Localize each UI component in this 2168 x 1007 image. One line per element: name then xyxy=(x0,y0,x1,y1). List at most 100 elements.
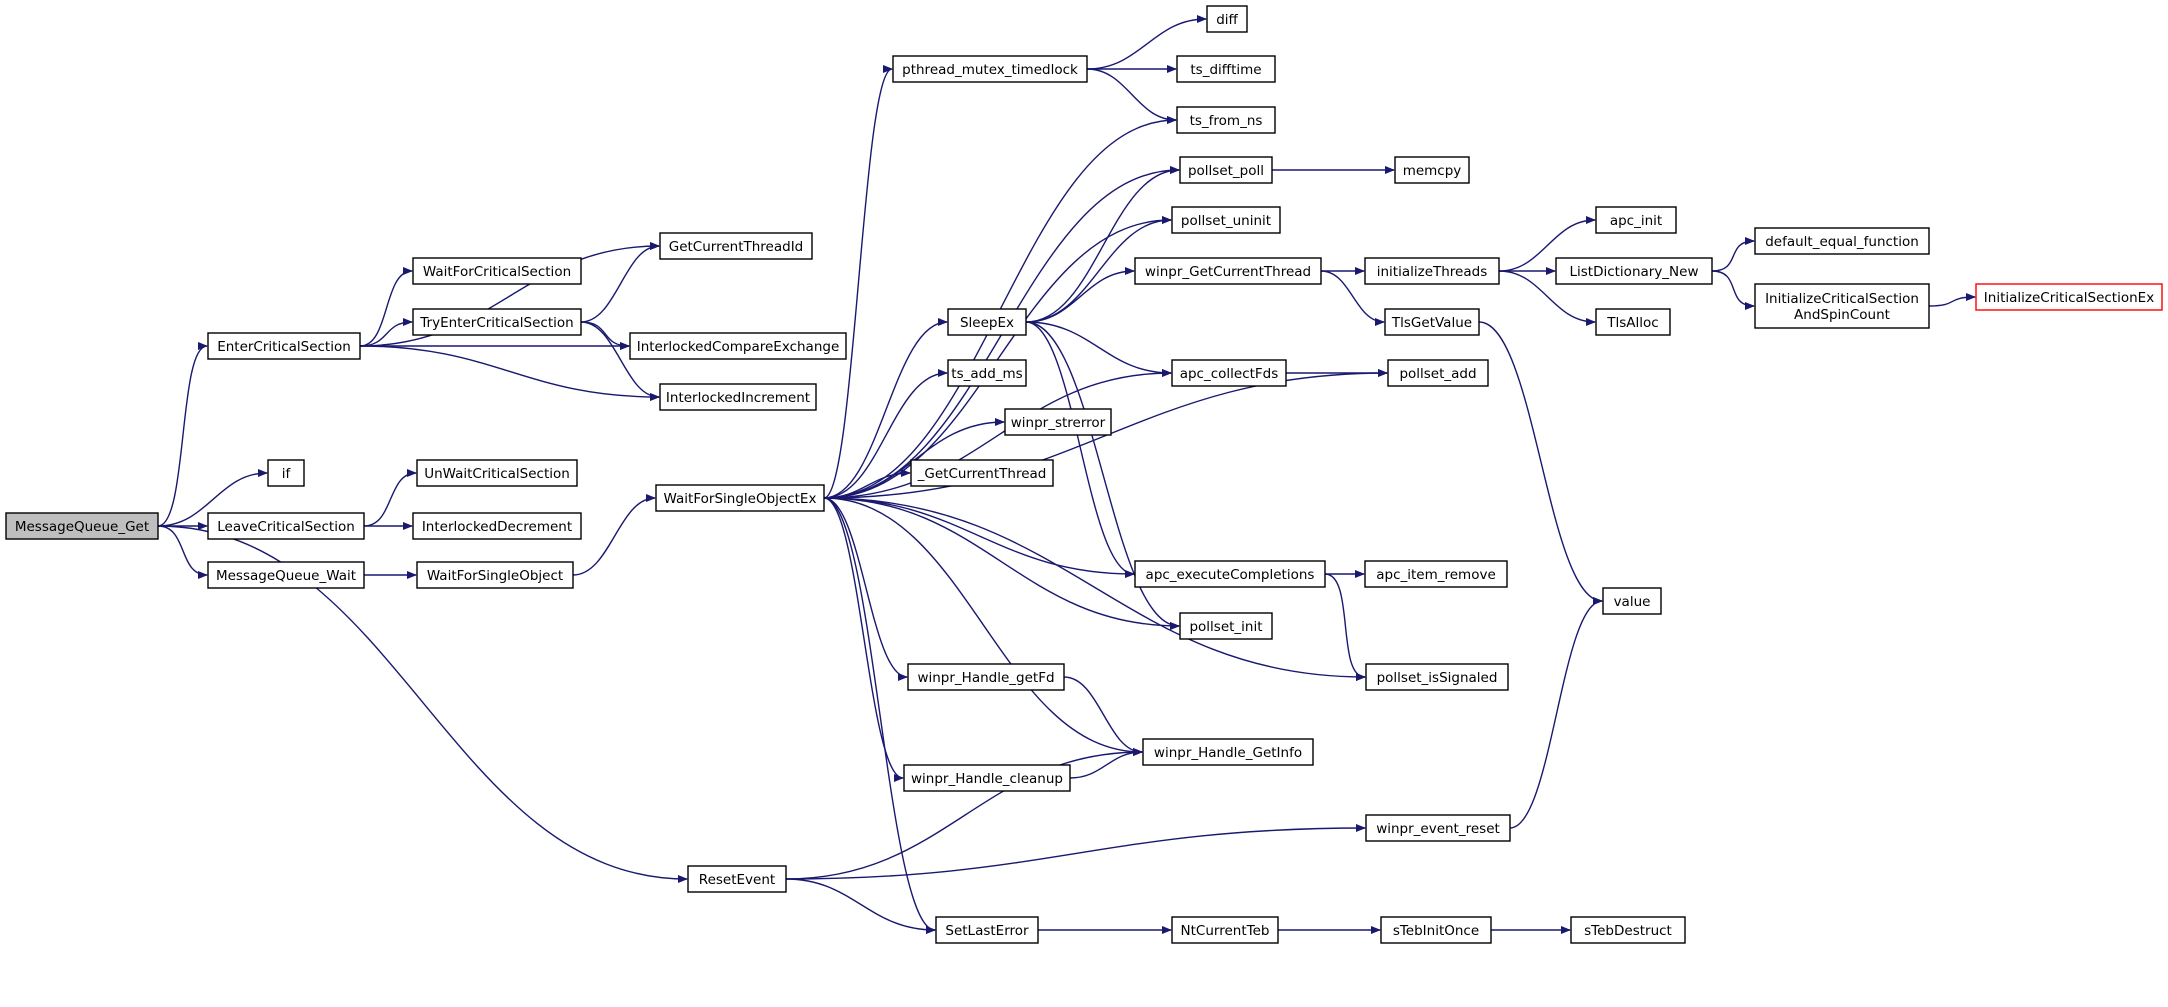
node-memcpy[interactable]: memcpy xyxy=(1394,156,1470,184)
node-ts_from_ns[interactable]: ts_from_ns xyxy=(1176,106,1276,134)
node-apc_init[interactable]: apc_init xyxy=(1595,206,1677,234)
node-winpr_handle_getinfo[interactable]: winpr_Handle_GetInfo xyxy=(1142,738,1314,766)
node-ts_add_ms[interactable]: ts_add_ms xyxy=(947,359,1027,387)
node-apc_executecompletions[interactable]: apc_executeCompletions xyxy=(1134,560,1326,588)
edge-initializecriticalsectionandspincount-to-initializecriticalsectionex xyxy=(1928,293,1976,307)
node-label: EnterCriticalSection xyxy=(217,339,351,355)
node-leavecriticalsection[interactable]: LeaveCriticalSection xyxy=(207,512,365,540)
node-winpr_event_reset[interactable]: winpr_event_reset xyxy=(1365,814,1511,842)
node-apc_collectfds[interactable]: apc_collectFds xyxy=(1171,359,1287,387)
node-pollset_poll[interactable]: pollset_poll xyxy=(1179,156,1273,184)
node-pollset_issignaled[interactable]: pollset_isSignaled xyxy=(1365,663,1509,691)
nodes-layer: MessageQueue_Get EnterCriticalSection ifLe… xyxy=(5,5,2163,944)
node-messagequeue_get[interactable]: MessageQueue_Get xyxy=(5,512,159,540)
node-listdictionary_new[interactable]: ListDictionary_New xyxy=(1555,257,1713,285)
edge-sleepex-to-pollset_poll xyxy=(1025,166,1180,323)
node-if[interactable]: if xyxy=(267,459,305,487)
node-messagequeue_wait[interactable]: MessageQueue_Wait xyxy=(207,561,365,589)
node-pollset_uninit[interactable]: pollset_uninit xyxy=(1171,206,1281,234)
node-setlasterror[interactable]: SetLastError xyxy=(935,916,1039,944)
node-winpr_handle_getfd[interactable]: winpr_Handle_getFd xyxy=(907,663,1065,691)
node-waitforsingleobject[interactable]: WaitForSingleObject xyxy=(416,561,574,589)
node-sleepex[interactable]: SleepEx xyxy=(947,308,1027,336)
node-label: apc_init xyxy=(1610,213,1662,229)
node-box xyxy=(1365,814,1511,842)
node-tlsgetvalue[interactable]: TlsGetValue xyxy=(1384,308,1480,336)
node-stebdestruct[interactable]: sTebDestruct xyxy=(1570,916,1686,944)
node-label: pollset_add xyxy=(1399,366,1476,382)
node-_getcurrentthread[interactable]: _GetCurrentThread xyxy=(910,459,1054,487)
node-box xyxy=(1595,206,1677,234)
edge-messagequeue_get-to-resetevent xyxy=(157,525,688,883)
edge-pthread_mutex_timedlock-to-diff xyxy=(1086,15,1207,70)
node-interlockedcompareexchange[interactable]: InterlockedCompareExchange xyxy=(629,332,847,360)
edge-resetevent-to-setlasterror xyxy=(785,878,936,934)
node-label: if xyxy=(282,466,292,482)
node-initializethreads[interactable]: initializeThreads xyxy=(1364,257,1500,285)
node-pthread_mutex_timedlock[interactable]: pthread_mutex_timedlock xyxy=(892,55,1088,83)
node-stebinitonce[interactable]: sTebInitOnce xyxy=(1380,916,1492,944)
node-box xyxy=(655,484,825,512)
node-resetevent[interactable]: ResetEvent xyxy=(687,865,787,893)
node-label: pollset_isSignaled xyxy=(1377,670,1498,686)
node-initializecriticalsectionex[interactable]: InitializeCriticalSectionEx xyxy=(1975,283,2163,311)
edge-entercriticalsection-to-waitforcriticalsection xyxy=(359,267,413,347)
edge-listdictionary_new-to-default_equal_function xyxy=(1711,237,1755,272)
edge-winpr_handle_getfd-to-winpr_handle_getinfo xyxy=(1063,676,1143,756)
node-winpr_strerror[interactable]: winpr_strerror xyxy=(1004,408,1112,436)
node-label: TlsAlloc xyxy=(1606,315,1658,331)
edge-sleepex-to-apc_collectfds xyxy=(1025,321,1172,377)
node-tryentercriticalsection[interactable]: TryEnterCriticalSection xyxy=(412,308,582,336)
node-box xyxy=(1380,916,1492,944)
node-box xyxy=(1365,663,1509,691)
node-ntcurrentteb[interactable]: NtCurrentTeb xyxy=(1171,916,1279,944)
node-unwaitcriticalsection[interactable]: UnWaitCriticalSection xyxy=(416,459,578,487)
edge-entercriticalsection-to-getcurrentthreadid xyxy=(359,242,660,347)
node-box xyxy=(1387,359,1489,387)
node-box xyxy=(207,512,365,540)
edge-listdictionary_new-to-initializecriticalsectionandspincount xyxy=(1711,270,1755,310)
node-box xyxy=(687,865,787,893)
node-value[interactable]: value xyxy=(1602,587,1662,615)
node-tlsalloc[interactable]: TlsAlloc xyxy=(1595,308,1671,336)
edge-winpr_getcurrentthread-to-tlsgetvalue xyxy=(1320,270,1385,326)
node-getcurrentthreadid[interactable]: GetCurrentThreadId xyxy=(659,232,813,260)
node-label: ts_from_ns xyxy=(1190,113,1263,129)
node-interlockeddecrement[interactable]: InterlockedDecrement xyxy=(412,512,582,540)
node-pollset_init[interactable]: pollset_init xyxy=(1179,612,1273,640)
node-box xyxy=(1384,308,1480,336)
node-box xyxy=(1134,257,1322,285)
node-default_equal_function[interactable]: default_equal_function xyxy=(1754,227,1930,255)
edge-tryentercriticalsection-to-interlockedincrement xyxy=(580,321,660,401)
node-box xyxy=(267,459,305,487)
node-pollset_add[interactable]: pollset_add xyxy=(1387,359,1489,387)
node-diff[interactable]: diff xyxy=(1206,5,1248,33)
edge-pthread_mutex_timedlock-to-ts_from_ns xyxy=(1086,68,1177,124)
node-label: initializeThreads xyxy=(1377,264,1488,280)
node-label: GetCurrentThreadId xyxy=(669,239,804,255)
node-label: ts_add_ms xyxy=(951,366,1022,382)
node-label: WaitForSingleObject xyxy=(427,568,563,584)
node-box xyxy=(1570,916,1686,944)
node-apc_item_remove[interactable]: apc_item_remove xyxy=(1364,560,1508,588)
node-box xyxy=(207,332,361,360)
node-winpr_getcurrentthread[interactable]: winpr_GetCurrentThread xyxy=(1134,257,1322,285)
node-box xyxy=(416,459,578,487)
node-ts_difftime[interactable]: ts_difftime xyxy=(1176,55,1276,83)
node-box xyxy=(1394,156,1470,184)
node-label: winpr_strerror xyxy=(1011,415,1106,431)
node-box xyxy=(892,55,1088,83)
node-entercriticalsection[interactable]: EnterCriticalSection xyxy=(207,332,361,360)
edge-waitforsingleobjectex-to-ts_add_ms xyxy=(823,369,948,499)
node-waitforcriticalsection[interactable]: WaitForCriticalSection xyxy=(412,257,582,285)
node-box xyxy=(207,561,365,589)
edge-messagequeue_get-to-if xyxy=(157,469,268,527)
node-interlockedincrement[interactable]: InterlockedIncrement xyxy=(659,383,817,411)
node-label: default_equal_function xyxy=(1765,234,1919,250)
node-waitforsingleobjectex[interactable]: WaitForSingleObjectEx xyxy=(655,484,825,512)
edge-waitforsingleobjectex-to-apc_executecompletions xyxy=(823,497,1135,578)
node-winpr_handle_cleanup[interactable]: winpr_Handle_cleanup xyxy=(903,764,1071,792)
node-box xyxy=(1602,587,1662,615)
